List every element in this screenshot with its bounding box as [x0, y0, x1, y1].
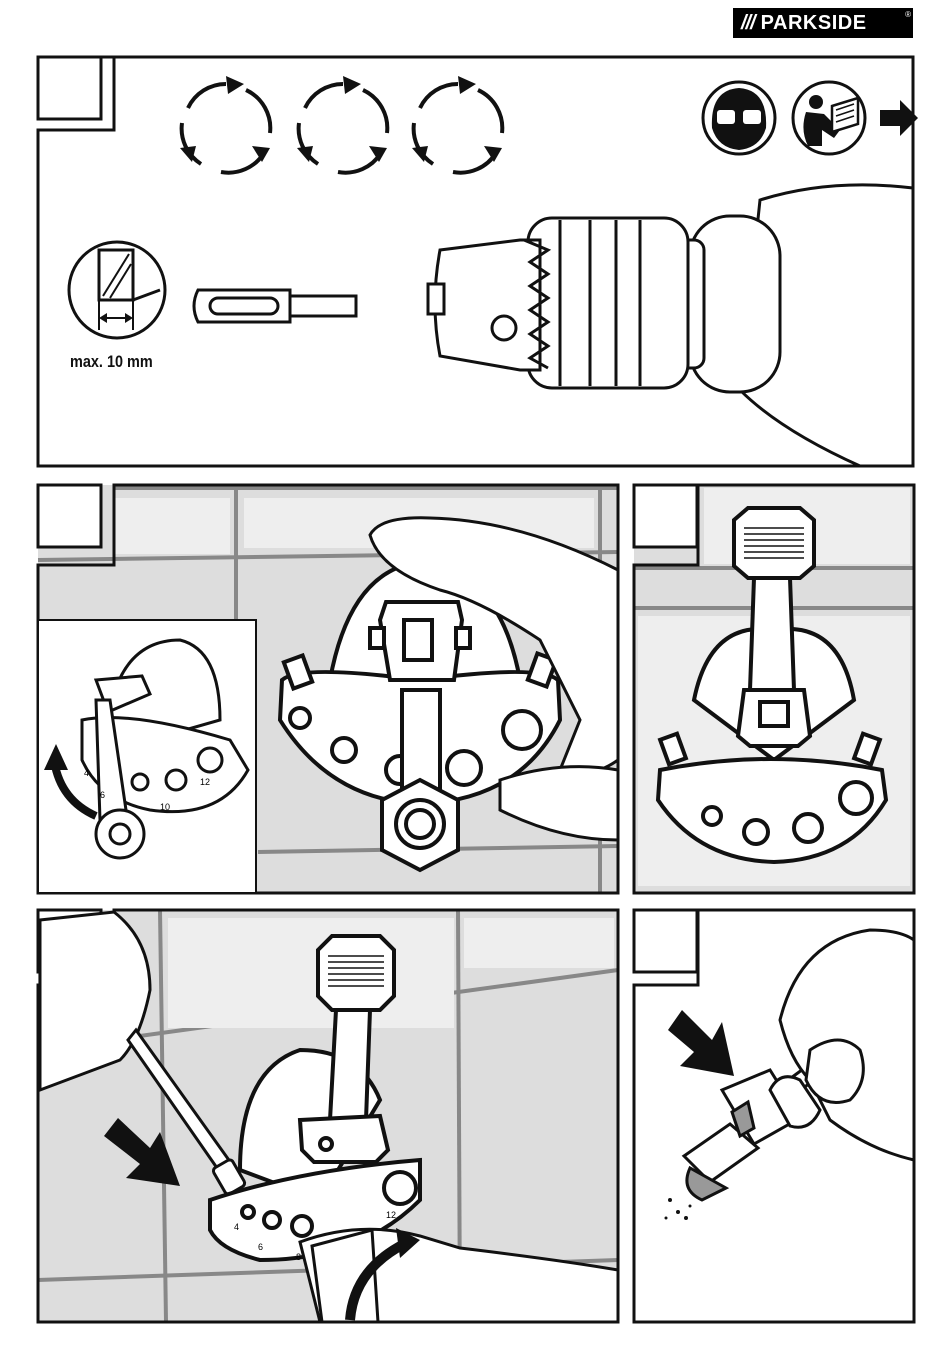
panel-4: 4 6 8 12 — [0, 900, 630, 1340]
guide-number-8: 8 — [296, 1252, 301, 1262]
max-diameter-label: max. 10 mm — [70, 352, 153, 372]
panel-2: 4 6 10 12 — [0, 480, 630, 900]
diameter-diagram — [69, 242, 165, 338]
guide-number-12: 12 — [386, 1210, 396, 1220]
panel-2-illustration: 4 6 10 12 — [0, 480, 630, 900]
drill-bit — [194, 290, 356, 322]
safety-goggles-icon — [703, 82, 775, 154]
panel-3 — [630, 480, 950, 900]
inset-number-12: 12 — [200, 777, 210, 787]
panel-5-illustration — [630, 900, 950, 1340]
guide-number-4: 4 — [234, 1222, 239, 1232]
panel-1-illustration — [0, 0, 950, 480]
panel-1: max. 10 mm — [0, 0, 950, 480]
panel-4-illustration: 4 6 8 12 — [0, 900, 630, 1340]
inset-number-4: 4 — [84, 768, 89, 778]
inset-number-6: 6 — [100, 790, 105, 800]
inset-number-10: 10 — [160, 802, 170, 812]
read-manual-icon — [793, 82, 865, 154]
panel-5 — [630, 900, 950, 1340]
guide-number-6: 6 — [258, 1242, 263, 1252]
panel-3-illustration — [630, 480, 950, 900]
